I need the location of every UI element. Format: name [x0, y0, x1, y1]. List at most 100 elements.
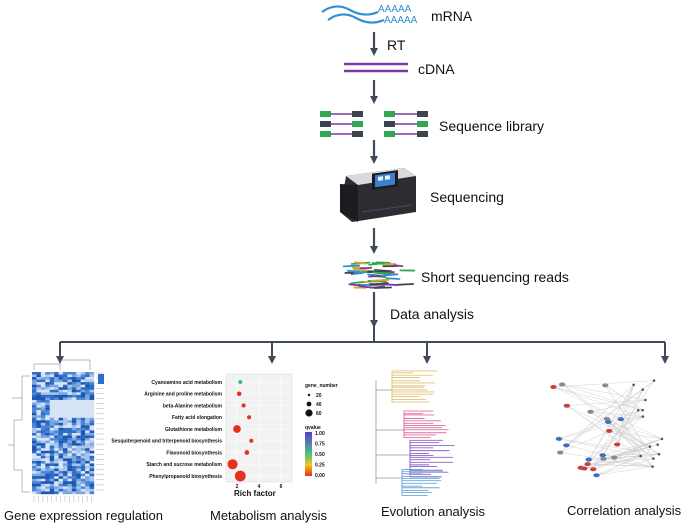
- heatmap-cell: [45, 372, 50, 375]
- heatmap-cell: [45, 382, 50, 385]
- heatmap-cell: [89, 463, 95, 467]
- heatmap-cell: [85, 384, 90, 388]
- heatmap-cell: [36, 433, 42, 436]
- metabolite-node: [632, 383, 635, 387]
- heatmap-cell: [54, 481, 59, 485]
- heatmap-cell: [45, 374, 50, 378]
- metabolite-node: [636, 409, 640, 412]
- heatmap-cell: [32, 407, 37, 411]
- heatmap-cell: [85, 405, 90, 408]
- gene-node: [611, 455, 618, 460]
- heatmap-cell: [32, 374, 37, 378]
- tree-branch: [409, 459, 430, 461]
- heatmap-cell: [54, 379, 59, 383]
- network-edge: [558, 409, 643, 440]
- heatmap-cell: [63, 374, 68, 378]
- heatmap-cell: [67, 473, 73, 477]
- tree-branch: [403, 424, 443, 429]
- heatmap-cell: [49, 402, 55, 406]
- sequencer-machine-icon: [340, 168, 416, 222]
- heatmap-cell: [63, 430, 68, 434]
- heatmap-cell: [63, 384, 68, 388]
- tree-backbone: [375, 380, 410, 484]
- gene-node: [587, 409, 594, 414]
- heatmap-cell: [76, 473, 81, 477]
- network-edge: [605, 385, 654, 459]
- heatmap-cell: [89, 382, 95, 385]
- heatmap-cell: [32, 440, 37, 444]
- heatmap-cell: [54, 458, 59, 462]
- heatmap-cell: [63, 471, 68, 474]
- heatmap-cell: [49, 486, 55, 490]
- network-edge: [620, 384, 634, 420]
- heatmap-cell: [63, 382, 68, 385]
- heatmap-cell: [58, 481, 64, 485]
- network-edge: [562, 384, 646, 401]
- heatmap-cell: [32, 458, 37, 462]
- heatmap-cell: [63, 427, 68, 431]
- heatmap-cell: [80, 483, 86, 487]
- heatmap-cell: [67, 463, 73, 467]
- heatmap-cell: [49, 415, 55, 418]
- heatmap-cell: [85, 481, 90, 485]
- heatmap-cell: [80, 440, 86, 444]
- tree-branch: [391, 385, 426, 387]
- heatmap-cell: [40, 402, 46, 406]
- heatmap-cell: [85, 402, 90, 406]
- heatmap-cell: [63, 455, 68, 459]
- heatmap-cell: [40, 478, 46, 482]
- heatmap-cell: [63, 435, 68, 439]
- heatmap-cell: [67, 420, 73, 424]
- heatmap-cell: [71, 420, 77, 424]
- gene-node: [558, 382, 566, 387]
- heatmap-cell: [36, 450, 42, 454]
- heatmap-cell: [36, 417, 42, 421]
- heatmap-cell: [58, 422, 64, 426]
- heatmap-cell: [54, 453, 59, 457]
- heatmap-cell: [80, 387, 86, 390]
- heatmap-cell: [89, 483, 95, 487]
- heatmap-cell: [45, 468, 50, 472]
- heatmap-cell: [58, 402, 64, 406]
- heatmap-cell: [32, 420, 37, 424]
- heatmap-cell: [32, 387, 37, 390]
- heatmap-cell: [40, 417, 46, 421]
- heatmap-cell: [36, 445, 42, 449]
- heatmap-cell: [85, 433, 90, 436]
- heatmap-cell: [71, 399, 77, 403]
- heatmap-cell: [71, 389, 77, 393]
- heatmap-cell: [80, 468, 86, 472]
- heatmap-cell: [45, 384, 50, 388]
- heatmap-cell: [32, 382, 37, 385]
- sequence-library-label: Sequence library: [439, 118, 545, 134]
- heatmap-cell: [58, 455, 64, 459]
- heatmap-cell: [54, 488, 59, 492]
- heatmap-cell: [76, 415, 81, 418]
- heatmap-cell: [40, 405, 46, 408]
- heatmap-cell: [40, 455, 46, 459]
- heatmap-cell: [45, 491, 50, 495]
- heatmap-cell: [76, 433, 81, 436]
- heatmap-cell: [40, 491, 46, 495]
- heatmap-cell: [67, 458, 73, 462]
- heatmap-cell: [58, 491, 64, 495]
- heatmap-cell: [80, 397, 86, 401]
- network-edge: [602, 454, 660, 456]
- heatmap-cell: [89, 453, 95, 457]
- heatmap-cell: [49, 374, 55, 378]
- heatmap-cell: [85, 440, 90, 444]
- heatmap-cell: [58, 417, 64, 421]
- heatmap-cell: [63, 415, 68, 418]
- heatmap-cell: [40, 387, 46, 390]
- network-edge: [596, 455, 641, 476]
- heatmap-cell: [71, 425, 77, 429]
- network-edge: [562, 384, 643, 411]
- heatmap-cell: [85, 458, 90, 462]
- heatmap-cell: [76, 374, 81, 378]
- heatmap-cell: [58, 382, 64, 385]
- heatmap-cell: [76, 382, 81, 385]
- read-fragment: [368, 262, 385, 266]
- sequencing-label: Sequencing: [430, 189, 504, 205]
- metabolite-node: [657, 452, 661, 456]
- heatmap-cell: [58, 466, 64, 469]
